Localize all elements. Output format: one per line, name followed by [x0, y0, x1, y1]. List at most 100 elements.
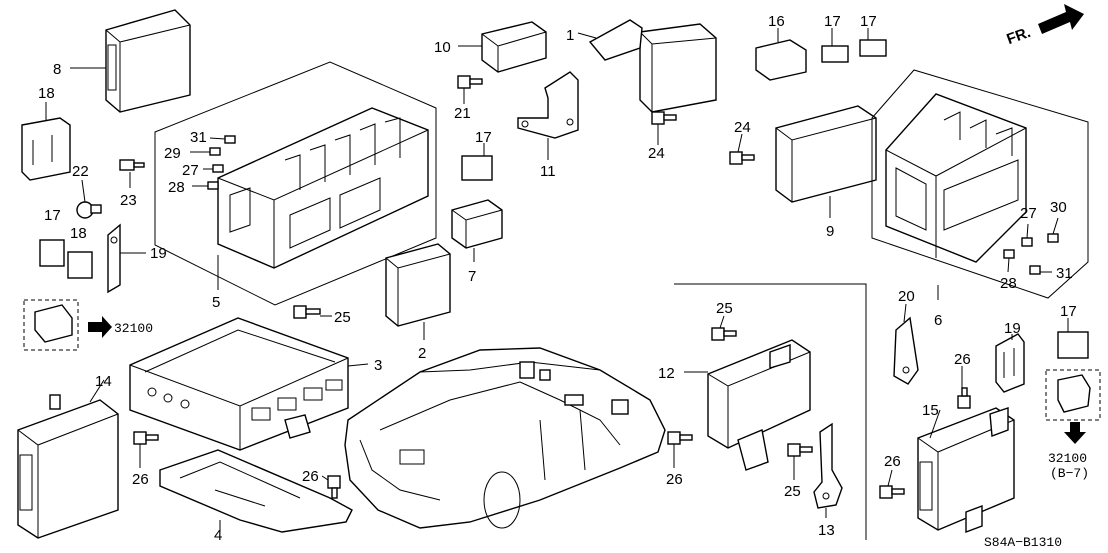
part-15-unit	[917, 407, 1015, 534]
part-22-bolt	[457, 75, 483, 89]
part-7-relay	[451, 199, 503, 249]
callout-labels: 1 2 3 4 5 6 7 8 9 10 11 12 13 14 15 16 1…	[38, 13, 1077, 544]
part-9-module	[775, 105, 877, 203]
front-arrow	[1038, 4, 1084, 34]
part-11-bracket	[517, 71, 579, 139]
part-24-bolt-center	[729, 151, 755, 165]
arrow-32100-right	[1064, 422, 1086, 444]
part-26-bolt-center	[667, 431, 693, 445]
callout: 25	[334, 309, 351, 326]
callout: 13	[818, 522, 835, 539]
part-25-bolt-low	[787, 443, 813, 457]
callout: 14	[95, 373, 112, 390]
callout: 31	[190, 129, 207, 146]
callout: 17	[1060, 303, 1077, 320]
callout: 16	[768, 13, 785, 30]
callout: 11	[540, 163, 556, 180]
callout: 24	[648, 145, 665, 162]
part-18-relay-b	[67, 251, 93, 279]
part-27-fuse-right	[1021, 237, 1033, 247]
callout: 26	[666, 471, 683, 488]
callout: 23	[120, 192, 137, 209]
part-4-bracket	[159, 449, 353, 533]
part-23-bolt	[76, 201, 102, 219]
part-26-bolt-lower-a	[133, 431, 159, 445]
callout: 1	[566, 27, 574, 44]
part-17-relay-top-b	[859, 39, 887, 57]
callout: 17	[824, 13, 841, 30]
part-31-fuse-right	[1029, 265, 1041, 275]
callout: 17	[860, 13, 877, 30]
part-27-fuse	[212, 164, 224, 173]
callout: 22	[72, 163, 89, 180]
callout: 28	[1000, 275, 1017, 292]
callout: 25	[716, 300, 733, 317]
part-3-ecu	[129, 317, 349, 451]
part-26-bolt-ecu	[293, 305, 321, 319]
callout: 25	[784, 483, 801, 500]
callout: 17	[475, 129, 492, 146]
part-31-fuse	[224, 135, 236, 144]
part-8-unit	[105, 9, 191, 113]
part-2-module	[385, 243, 451, 327]
part-26-bolt-right-b	[879, 485, 905, 499]
part-20-bracket	[107, 223, 121, 294]
callout: 15	[922, 402, 939, 419]
callout: 6	[934, 312, 942, 329]
part-17-relay-center	[461, 155, 493, 181]
connector-right	[1045, 369, 1101, 421]
callout: 20	[898, 288, 915, 305]
part-21-bracket	[893, 316, 919, 385]
callout: 9	[826, 223, 834, 240]
callout: 12	[658, 365, 675, 382]
callout: 26	[302, 468, 319, 485]
callout: 10	[434, 39, 451, 56]
part-24-bolt-left	[119, 159, 145, 171]
ref-b7: (B−7)	[1050, 466, 1089, 481]
callout: 7	[468, 268, 476, 285]
part-19-bracket	[21, 117, 71, 181]
callout: 2	[418, 345, 426, 362]
part-25-bolt-mid	[711, 327, 737, 341]
part-26-bolt-lower-b	[327, 475, 341, 499]
ref-32100-right: 32100	[1048, 451, 1087, 466]
callout: 27	[1020, 205, 1037, 222]
callout: 27	[182, 162, 199, 179]
callout: 30	[1050, 199, 1067, 216]
part-17-relay-right	[1057, 331, 1089, 359]
callout: 21	[454, 105, 471, 122]
callout: 26	[954, 351, 971, 368]
callout: 28	[168, 179, 185, 196]
callout: 29	[164, 145, 181, 162]
callout: 31	[1056, 265, 1073, 282]
callout: 17	[44, 207, 61, 224]
part-30-fuse	[1047, 233, 1059, 243]
callout: 18	[70, 225, 87, 242]
part-10-relay	[481, 21, 547, 73]
part-16-relay	[755, 39, 807, 81]
part-17-relay-top-a	[821, 45, 849, 63]
callout: 4	[214, 527, 222, 544]
part-29-fuse	[209, 147, 221, 156]
part-14-unit	[17, 394, 119, 539]
callout: 24	[734, 119, 751, 136]
diagram-code: S84A−B1310	[984, 535, 1062, 550]
car-body	[344, 347, 666, 529]
part-12-module	[707, 339, 811, 471]
part-28-fuse-right	[1003, 249, 1015, 259]
callout: 19	[1004, 320, 1021, 337]
part-6-fuse-box	[885, 93, 1027, 263]
part-18-relay-a	[39, 239, 65, 267]
arrow-32100-left	[88, 316, 112, 338]
connector-left	[23, 299, 79, 351]
callout: 26	[884, 453, 901, 470]
callout: 5	[212, 294, 220, 311]
part-1-unit	[588, 19, 717, 113]
part-19-bracket-right	[995, 333, 1025, 393]
callout: 3	[374, 357, 382, 374]
callout: 26	[132, 471, 149, 488]
part-13-bracket	[813, 422, 843, 509]
callout: 19	[150, 245, 167, 262]
